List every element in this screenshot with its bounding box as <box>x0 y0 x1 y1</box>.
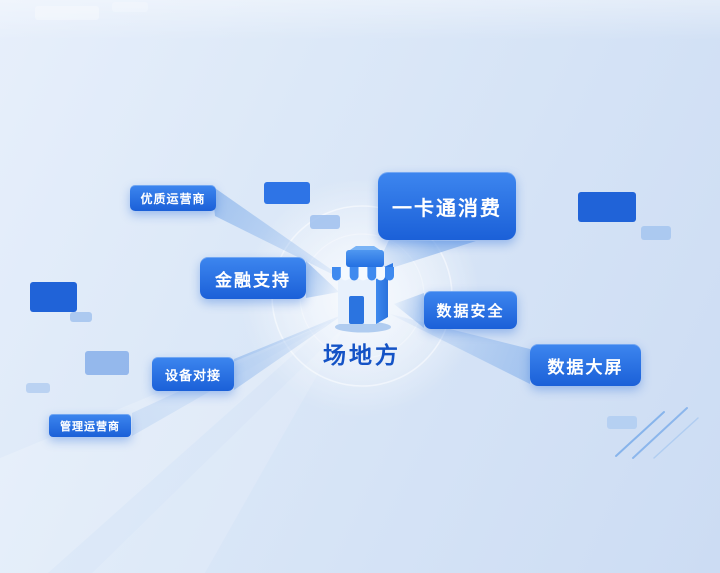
decor-rect <box>85 351 129 375</box>
decor-rect <box>641 226 671 240</box>
decor-rect <box>310 215 340 229</box>
decor-rect <box>264 182 310 204</box>
decor-rect <box>607 416 637 429</box>
node-premium-operator: 优质运营商 <box>130 185 216 211</box>
node-onecard-payment: 一卡通消费 <box>378 172 516 240</box>
storefront-icon <box>332 246 394 333</box>
node-data-security: 数据安全 <box>424 291 517 329</box>
decor-rect <box>70 312 92 322</box>
node-financial-support: 金融支持 <box>200 257 306 299</box>
awning <box>332 267 394 281</box>
decor-rect <box>578 192 636 222</box>
node-managing-operator: 管理运营商 <box>49 414 131 437</box>
decor-rect <box>112 2 148 12</box>
decor-rect <box>30 282 77 312</box>
decor-rect <box>26 383 50 393</box>
decor-rect <box>35 6 99 20</box>
center-label: 场地方 <box>323 342 401 368</box>
node-device-integration: 设备对接 <box>152 357 234 391</box>
node-data-dashboard: 数据大屏 <box>530 344 641 386</box>
